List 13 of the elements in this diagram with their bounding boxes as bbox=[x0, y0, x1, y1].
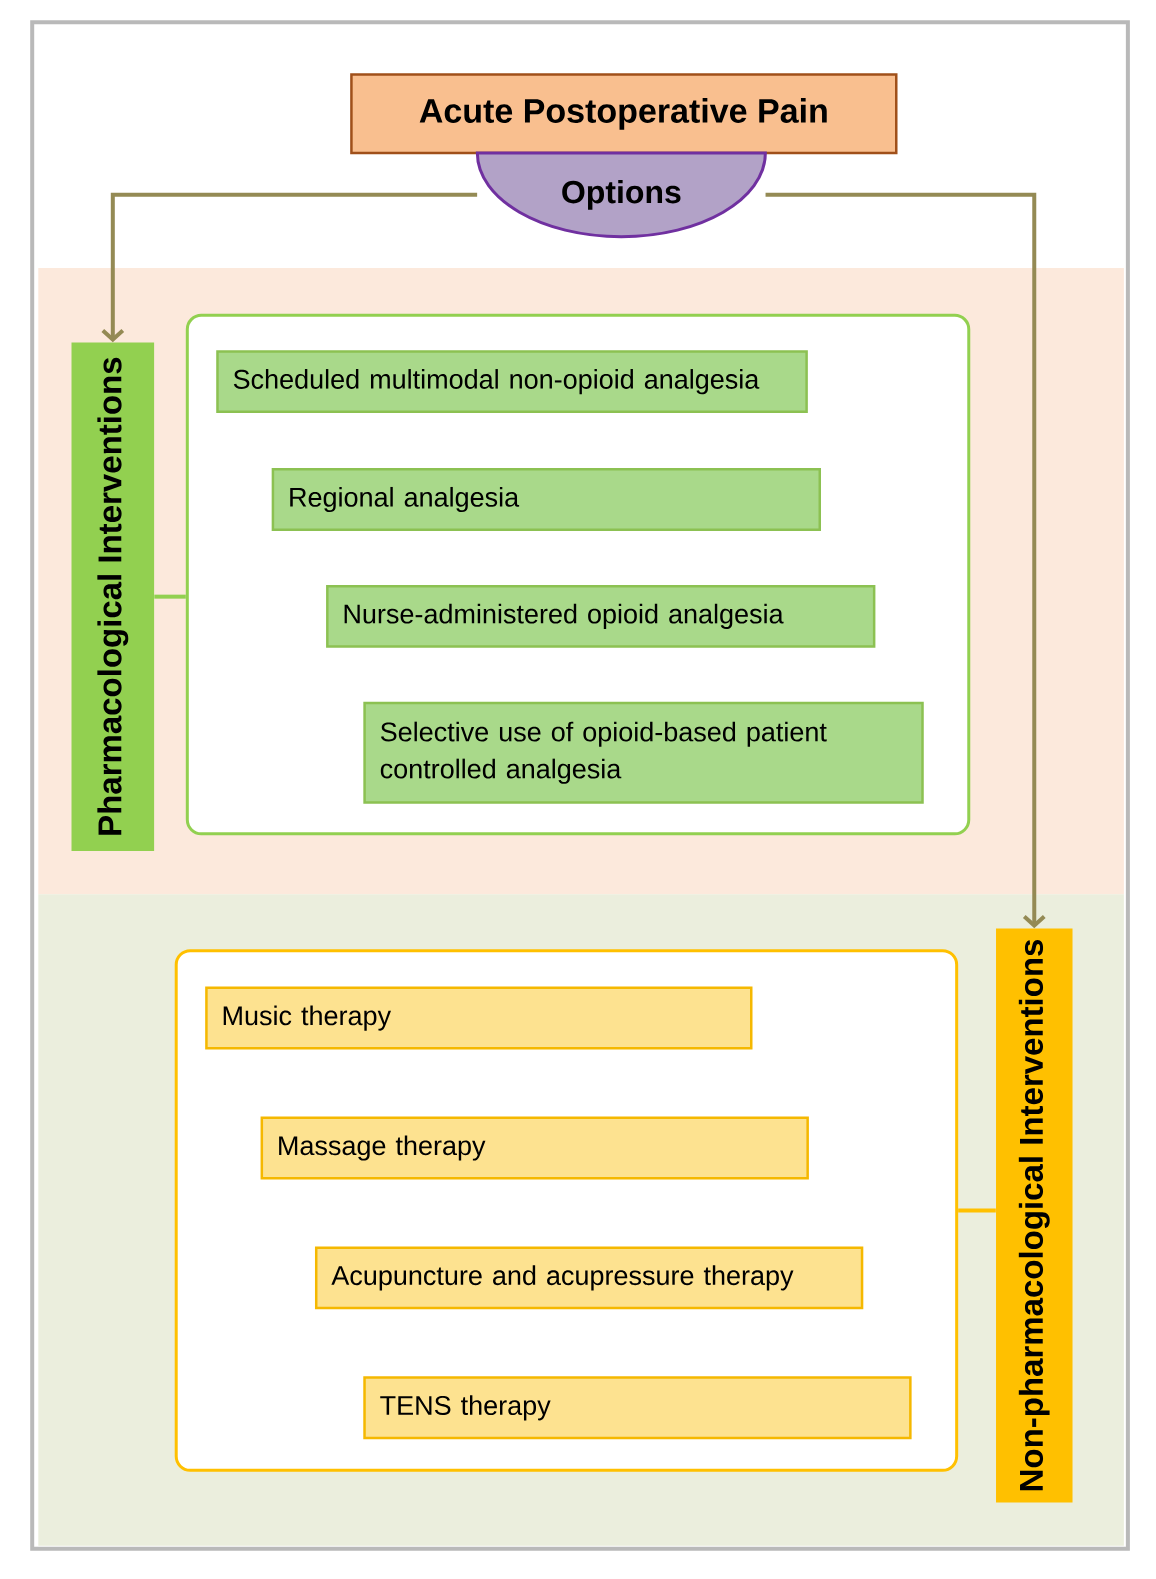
category-bar: Non-pharmacological Interventions bbox=[996, 928, 1073, 1503]
option-box: Music therapy bbox=[205, 986, 753, 1050]
option-box: Massage therapy bbox=[260, 1116, 809, 1180]
option-box: Selective use of opioid-based patient controlled analgesia bbox=[363, 701, 924, 804]
option-box: Acupuncture and acupressure therapy bbox=[314, 1246, 864, 1310]
category-bar: Pharmacological Interventions bbox=[71, 342, 155, 851]
arrow bbox=[101, 192, 478, 343]
option-box: Regional analgesia bbox=[271, 468, 821, 531]
arrow bbox=[765, 192, 1046, 929]
option-box: Nurse-administered opioid analgesia bbox=[326, 584, 876, 648]
option-box: Scheduled multimodal non-opioid analgesia bbox=[216, 350, 808, 414]
option-box: TENS therapy bbox=[363, 1376, 912, 1440]
title-box: Acute Postoperative Pain bbox=[350, 73, 898, 155]
